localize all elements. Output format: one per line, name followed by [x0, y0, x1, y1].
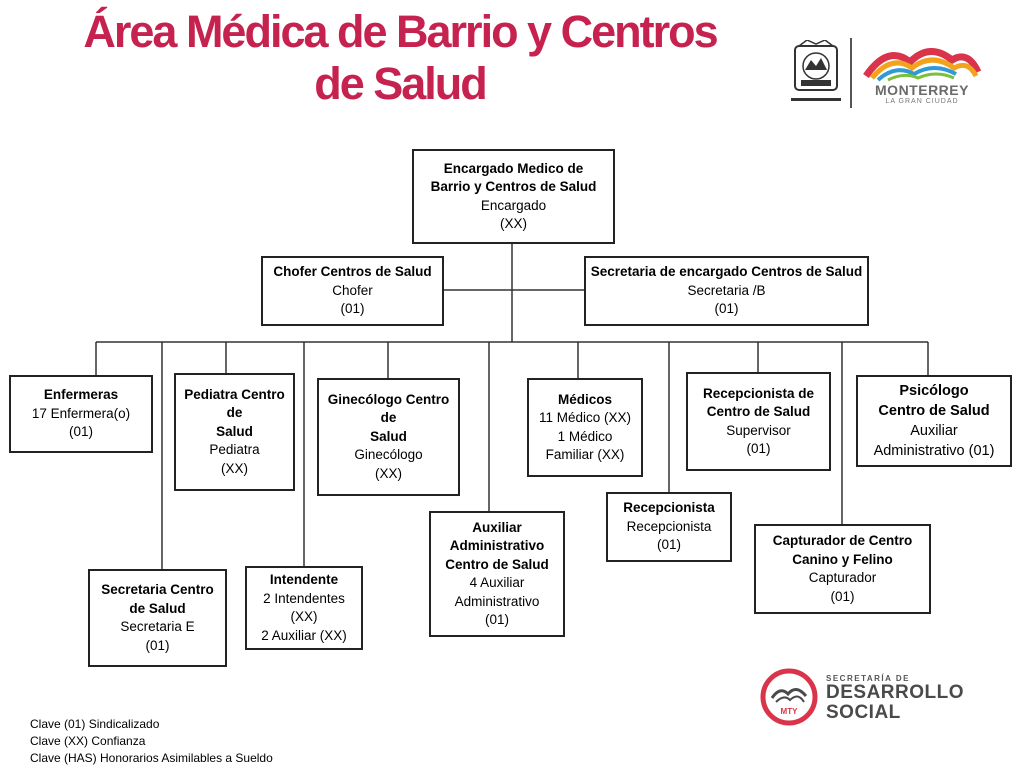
box-encargado: Encargado Medico de Barrio y Centros de …	[412, 149, 615, 244]
page-title: Área Médica de Barrio y Centros de Salud	[40, 6, 760, 110]
box-psicologo: Psicólogo Centro de Salud Auxiliar Admin…	[856, 375, 1012, 467]
box-enfermeras: Enfermeras 17 Enfermera(o) (01)	[9, 375, 153, 453]
box-secretaria-centro: Secretaria Centro de Salud Secretaria E …	[88, 569, 227, 667]
box-line: de	[380, 410, 397, 426]
title-line-2: de Salud	[314, 58, 488, 109]
box-line: Ginecólogo Centro	[327, 391, 450, 407]
box-line: (01)	[746, 441, 771, 456]
monterrey-logo-icon	[863, 48, 982, 82]
legend: Clave (01) Sindicalizado Clave (XX) Conf…	[30, 716, 273, 767]
box-line: Secretaria E	[120, 619, 195, 634]
box-line: Encargado Medico de	[443, 160, 584, 176]
box-line: (XX)	[221, 460, 248, 476]
box-auxiliar-administrativo: Auxiliar Administrativo Centro de Salud …	[429, 511, 565, 637]
box-line: Supervisor	[726, 422, 791, 438]
box-line: 2 Auxiliar (XX)	[261, 627, 347, 643]
box-recepcionista-centro: Recepcionista de Centro de Salud Supervi…	[686, 372, 831, 471]
box-recepcionista: Recepcionista Recepcionista (01)	[606, 492, 732, 562]
social-label: SOCIAL	[826, 702, 901, 723]
box-line: 1 Médico	[557, 428, 613, 444]
box-line: (01)	[484, 612, 509, 627]
box-line: (XX)	[375, 465, 402, 481]
box-line: Administrativo (01)	[873, 443, 995, 459]
box-line: (01)	[714, 301, 739, 317]
box-line: (01)	[830, 588, 855, 604]
box-line: Médicos	[557, 391, 612, 407]
box-capturador: Capturador de Centro Canino y Felino Cap…	[754, 524, 931, 614]
box-line: Capturador de Centro	[772, 533, 913, 548]
box-line: (01)	[145, 637, 170, 653]
box-line: 17 Enfermera(o)	[31, 405, 131, 421]
title-line-1: Área Médica de Barrio y Centros	[83, 6, 718, 57]
legend-item: Clave (01) Sindicalizado	[30, 717, 160, 731]
box-line: Enfermeras	[43, 387, 119, 403]
box-line: Barrio y Centros de Salud	[430, 179, 597, 194]
box-line: (XX)	[290, 609, 318, 624]
box-line: de Salud	[129, 600, 186, 616]
box-line: Pediatra	[209, 442, 260, 458]
logo-separator	[850, 38, 852, 108]
box-line: Secretaria de encargado Centros de Salud	[590, 264, 863, 280]
municipal-seal-icon	[791, 40, 841, 101]
box-line: Centro de Salud	[445, 556, 549, 572]
box-line: Ginecólogo	[354, 447, 423, 463]
box-line: Centro de Salud	[878, 403, 990, 419]
box-line: Intendente	[269, 572, 339, 587]
box-line: Psicólogo	[899, 383, 969, 399]
box-medicos: Médicos 11 Médico (XX) 1 Médico Familiar…	[527, 378, 643, 477]
box-line: 2 Intendentes	[263, 590, 345, 606]
box-line: Administrativo	[454, 593, 540, 609]
box-line: (01)	[340, 301, 365, 317]
box-line: Salud	[216, 423, 253, 439]
box-line: (01)	[656, 537, 681, 553]
monterrey-name: MONTERREY	[875, 82, 969, 98]
box-line: Auxiliar	[910, 423, 958, 439]
box-line: Pediatra Centro	[184, 386, 285, 402]
monterrey-tagline: LA GRAN CIUDAD	[885, 98, 959, 105]
box-line: Centro de Salud	[706, 404, 811, 419]
box-line: Secretaria Centro	[101, 582, 214, 597]
box-line: Recepcionista	[626, 518, 712, 534]
svg-text:MTY: MTY	[781, 707, 799, 716]
box-pediatra: Pediatra Centro de Salud Pediatra (XX)	[174, 373, 295, 491]
desarrollo-label: DESARROLLO	[826, 682, 964, 703]
box-ginecologo: Ginecólogo Centro de Salud Ginecólogo (X…	[317, 378, 460, 496]
box-line: Auxiliar	[472, 519, 522, 535]
box-line: Secretaria /B	[687, 282, 766, 298]
legend-item: Clave (HAS) Honorarios Asimilables a Sue…	[30, 751, 273, 765]
box-line: Chofer	[332, 282, 373, 298]
box-intendente: Intendente 2 Intendentes (XX) 2 Auxiliar…	[245, 566, 363, 650]
box-line: Administrativo	[449, 538, 545, 553]
box-line: Chofer Centros de Salud	[273, 264, 432, 280]
box-chofer: Chofer Centros de Salud Chofer (01)	[261, 256, 444, 326]
secretaria-label: SECRETARÍA DE	[826, 674, 910, 683]
box-secretaria-encargado: Secretaria de encargado Centros de Salud…	[584, 256, 869, 326]
box-line: Recepcionista	[623, 500, 715, 516]
box-line: Familiar (XX)	[545, 447, 625, 462]
box-line: de	[226, 405, 243, 421]
box-line: 4 Auxiliar	[469, 575, 525, 590]
desarrollo-social-logo-icon: MTY	[760, 668, 818, 726]
box-line: Canino y Felino	[792, 551, 893, 567]
box-line: (01)	[68, 424, 93, 440]
box-line: Encargado	[480, 197, 547, 213]
box-line: (XX)	[500, 216, 527, 231]
box-line: Salud	[370, 428, 407, 444]
box-line: Recepcionista de	[702, 385, 815, 401]
box-line: Capturador	[808, 570, 877, 585]
box-line: 11 Médico (XX)	[538, 410, 632, 425]
legend-item: Clave (XX) Confianza	[30, 734, 146, 748]
